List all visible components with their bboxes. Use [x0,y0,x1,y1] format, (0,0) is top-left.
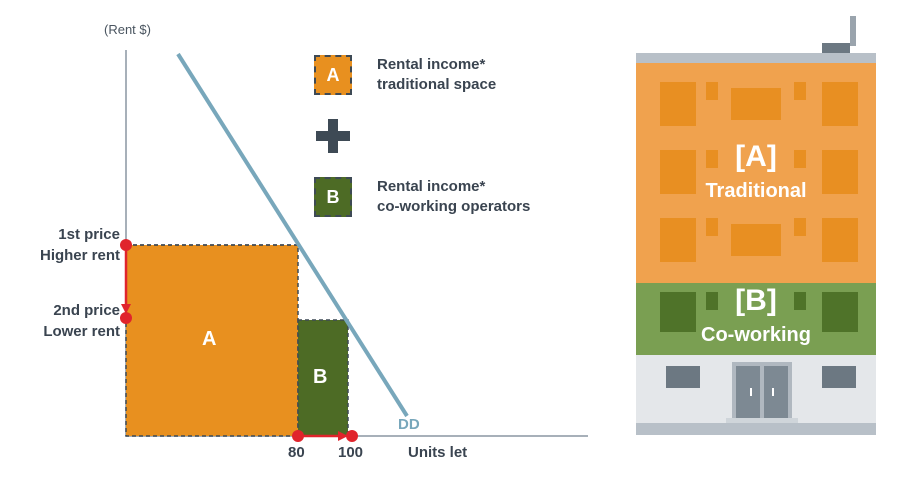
units-arrowhead [338,431,348,441]
price-drop-arrowhead [121,304,131,314]
units100-dot [346,430,358,442]
legend-b-line1: Rental income* [377,178,486,195]
units80-dot [292,430,304,442]
y-axis-title: (Rent $) [104,22,151,37]
demand-curve-label: DD [398,416,420,433]
region-a-label: A [202,328,217,350]
building-illustration [636,16,876,435]
plus-icon [316,119,350,153]
legend-b-line2: co-working operators [377,198,531,215]
region-a-rect [125,244,299,437]
building-a-name: Traditional [705,180,807,202]
x-tick-80: 80 [288,444,305,461]
building-b-code: [B] [735,284,777,317]
region-b-rect [297,319,349,437]
legend-a-line1: Rental income* [377,56,486,73]
legend-a-text: Rental income* traditional space [377,55,496,95]
region-b-label: B [313,366,328,388]
building-b-name: Co-working [701,324,811,346]
legend-a-line2: traditional space [377,76,497,93]
x-tick-100: 100 [338,444,364,461]
legend-a-box: A [314,55,352,95]
price2-line2: Lower rent [43,323,120,340]
building-a-code: [A] [735,140,777,173]
x-axis-title: Units let [408,444,468,461]
price1-dot [120,239,132,251]
demand-curve [176,52,409,418]
legend-b-box: B [314,177,352,217]
price1-line1: 1st price [58,226,120,243]
price1-line2: Higher rent [39,247,120,264]
price2-label: 2nd price Lower rent [0,300,120,342]
legend-b-text: Rental income* co-working operators [377,177,530,217]
price2-dot [120,312,132,324]
price2-line1: 2nd price [53,302,120,319]
price1-label: 1st price Higher rent [0,224,120,266]
